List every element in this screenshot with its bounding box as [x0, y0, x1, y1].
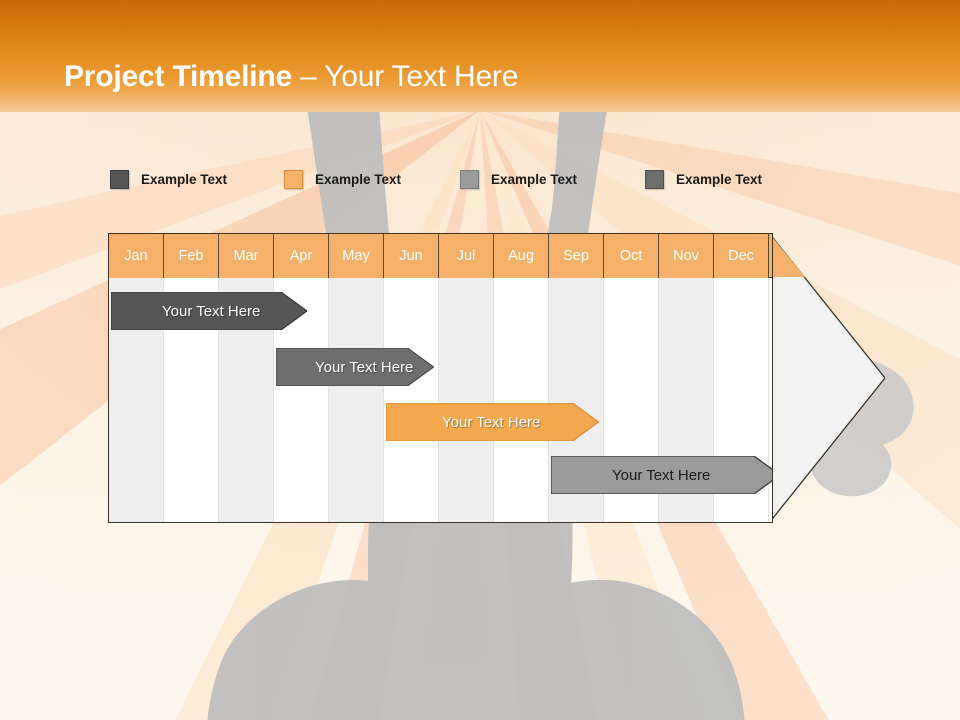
legend-swatch-icon-4 [645, 170, 664, 189]
title-banner [0, 0, 960, 112]
legend-item-3[interactable]: Example Text [460, 170, 577, 189]
timeline-column-feb: Feb [164, 234, 219, 522]
column-divider [164, 278, 219, 522]
column-divider [659, 278, 714, 522]
month-header-aug[interactable]: Aug [494, 234, 549, 278]
title-light: Your Text Here [324, 60, 519, 93]
legend-item-1[interactable]: Example Text [110, 170, 227, 189]
title-strong: Project Timeline [64, 60, 292, 93]
month-header-apr[interactable]: Apr [274, 234, 329, 278]
month-header-oct[interactable]: Oct [604, 234, 659, 278]
month-header-jul[interactable]: Jul [439, 234, 494, 278]
page-title: Project Timeline – Your Text Here [64, 60, 518, 94]
task-bar-shape-2 [276, 348, 434, 386]
month-header-sep[interactable]: Sep [549, 234, 604, 278]
task-bar-4[interactable]: Your Text Here [551, 456, 772, 494]
task-bar-2[interactable]: Your Text Here [276, 348, 434, 386]
timeline-header-tail [769, 234, 772, 278]
task-bar-shape-4 [551, 456, 772, 494]
month-header-may[interactable]: May [329, 234, 384, 278]
timeline-column-mar: Mar [219, 234, 274, 522]
column-divider [714, 278, 769, 522]
month-header-mar[interactable]: Mar [219, 234, 274, 278]
legend-label-1: Example Text [141, 172, 228, 187]
timeline-column-aug: Aug [494, 234, 549, 522]
column-divider [274, 278, 329, 522]
legend-item-2[interactable]: Example Text [284, 170, 401, 189]
column-divider [384, 278, 439, 522]
column-divider [604, 278, 659, 522]
task-bar-1[interactable]: Your Text Here [111, 292, 307, 330]
legend-label-2: Example Text [315, 172, 402, 187]
legend-swatch-icon-1 [110, 170, 129, 189]
month-header-dec[interactable]: Dec [714, 234, 769, 278]
timeline-column-jul: Jul [439, 234, 494, 522]
legend-item-4[interactable]: Example Text [645, 170, 762, 189]
task-bar-shape-3 [386, 403, 599, 441]
legend-swatch-icon-2 [284, 170, 303, 189]
legend-swatch-icon-3 [460, 170, 479, 189]
timeline-arrow-tip [763, 233, 885, 523]
month-header-nov[interactable]: Nov [659, 234, 714, 278]
column-divider [494, 278, 549, 522]
column-divider [439, 278, 494, 522]
task-bar-shape-1 [111, 292, 307, 330]
timeline-column-jan: Jan [109, 234, 164, 522]
month-header-feb[interactable]: Feb [164, 234, 219, 278]
column-divider [549, 278, 604, 522]
task-bar-3[interactable]: Your Text Here [386, 403, 599, 441]
month-header-jun[interactable]: Jun [384, 234, 439, 278]
column-divider [219, 278, 274, 522]
column-divider [329, 278, 384, 522]
month-header-jan[interactable]: Jan [109, 234, 164, 278]
legend-label-3: Example Text [491, 172, 578, 187]
title-separator: – [292, 60, 325, 93]
column-divider [109, 278, 164, 522]
legend-label-4: Example Text [676, 172, 763, 187]
legend: Example Text Example Text Example Text E… [110, 170, 810, 196]
